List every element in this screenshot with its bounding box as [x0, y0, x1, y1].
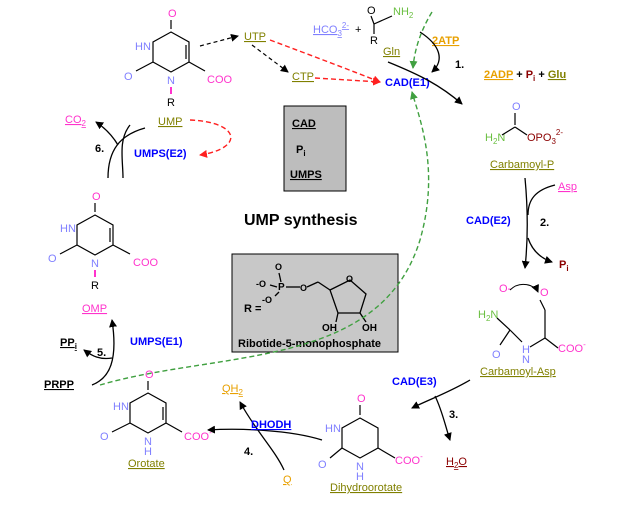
metabolite-qh2: QH2: [222, 383, 244, 397]
svg-text:HN: HN: [135, 41, 151, 53]
step-5: 5.: [97, 347, 106, 359]
diagram-title: UMP synthesis: [244, 212, 358, 229]
step-3: 3.: [449, 409, 458, 421]
metabolite-orotate: Orotate: [128, 458, 165, 470]
svg-text:O: O: [100, 431, 109, 443]
svg-text:O: O: [318, 459, 327, 471]
step-6: 6.: [95, 143, 104, 155]
svg-text:COO-: COO-: [184, 428, 212, 443]
legend-umps: UMPS: [290, 169, 322, 181]
carbamoyl-phosphate-structure: O H2N OPO32-: [485, 101, 563, 146]
svg-text:R: R: [167, 97, 175, 109]
ribotide-oh-1: OH: [322, 323, 337, 334]
svg-text:O-: O-: [499, 283, 512, 295]
metabolite-q: Q: [283, 474, 292, 486]
enzyme-cad-e2: CAD(E2): [466, 215, 511, 227]
svg-text:HN: HN: [113, 401, 129, 413]
byproduct-co2: CO2: [65, 114, 87, 128]
svg-text:HN: HN: [60, 223, 76, 235]
enzyme-cad-e3: CAD(E3): [392, 376, 437, 388]
metabolite-gln: Gln: [383, 46, 400, 58]
legend-pi: Pi: [296, 144, 306, 158]
svg-text:O: O: [275, 262, 282, 272]
svg-text:N: N: [91, 258, 99, 270]
metabolite-carbamoyl-p: Carbamoyl-P: [490, 159, 554, 171]
metabolite-ctp: CTP: [292, 71, 314, 83]
svg-text:OPO32-: OPO32-: [527, 128, 563, 146]
svg-text:O: O: [48, 253, 57, 265]
byproduct-h2o: H2O: [446, 456, 467, 470]
svg-text:O: O: [357, 393, 366, 405]
svg-text:NH2: NH2: [393, 6, 414, 20]
ribotide-name: Ribotide-5-monophosphate: [238, 338, 381, 350]
metabolite-carbamoyl-asp: Carbamoyl-Asp: [480, 366, 556, 378]
metabolite-2atp: 2ATP: [432, 35, 459, 47]
svg-text:O: O: [300, 283, 307, 293]
svg-text:P: P: [278, 282, 285, 293]
svg-text:-O: -O: [262, 295, 272, 305]
svg-text:H: H: [522, 344, 530, 356]
step-4: 4.: [244, 446, 253, 458]
svg-text:H: H: [144, 446, 152, 458]
svg-text:H2N: H2N: [485, 132, 505, 146]
svg-text:N: N: [167, 75, 175, 87]
step-1: 1.: [455, 59, 464, 71]
svg-text:O: O: [492, 349, 501, 361]
svg-text:COO-: COO-: [395, 452, 423, 467]
svg-text:N: N: [522, 354, 530, 366]
dihydroorotate-structure: O HN O N H COO-: [318, 393, 423, 483]
enzyme-umps-e2: UMPS(E2): [134, 148, 187, 160]
legend-box: CAD Pi UMPS: [283, 105, 347, 192]
svg-text:COO-: COO-: [558, 340, 586, 355]
svg-text:H2N: H2N: [478, 309, 498, 323]
metabolite-utp: UTP: [244, 31, 266, 43]
svg-text:+: +: [355, 24, 361, 36]
svg-text:O: O: [512, 101, 521, 113]
byproducts-step-1: 2ADP + Pi + Glu: [484, 69, 566, 83]
svg-text:N: N: [144, 436, 152, 448]
metabolite-omp: OMP: [82, 303, 107, 315]
svg-text:-O: -O: [256, 279, 266, 289]
metabolite-hco3: HCO32-: [313, 21, 349, 38]
step-2: 2.: [540, 217, 549, 229]
ribotide-r-label: R =: [244, 303, 261, 315]
ribotide-box: R = O -O P -O O O OH OH Ribotide-5-monop…: [231, 253, 399, 353]
omp-structure: O HN O N R COO: [48, 191, 159, 292]
byproduct-ppi: PPi: [60, 337, 77, 351]
metabolite-ump: UMP: [158, 116, 182, 128]
enzyme-cad-e1: CAD(E1): [385, 77, 430, 89]
carbamoyl-aspartate-structure: O- O H2N O H N COO-: [478, 283, 586, 366]
svg-text:COO: COO: [207, 74, 233, 86]
svg-text:O: O: [367, 5, 376, 17]
metabolite-asp: Asp: [558, 181, 577, 193]
metabolite-prpp: PRPP: [44, 379, 74, 391]
orotate-structure: O HN O N H COO-: [100, 369, 212, 458]
svg-text:N: N: [356, 461, 364, 473]
svg-text:HN: HN: [325, 423, 341, 435]
svg-text:O: O: [346, 274, 353, 284]
svg-text:O: O: [92, 191, 101, 203]
glutamine-structure: O NH2 R: [367, 5, 414, 47]
ribotide-oh-2: OH: [362, 323, 377, 334]
ump-structure: O HN O N R COO: [124, 8, 233, 109]
svg-text:R: R: [370, 35, 378, 47]
svg-text:O: O: [124, 71, 133, 83]
enzyme-dhodh: DHODH: [251, 419, 291, 431]
metabolite-dihydroorotate: Dihydroorotate: [330, 482, 402, 494]
svg-text:O: O: [540, 287, 549, 299]
legend-cad: CAD: [292, 118, 316, 130]
svg-text:O: O: [168, 8, 177, 20]
svg-text:H: H: [356, 471, 364, 483]
enzyme-umps-e1: UMPS(E1): [130, 336, 183, 348]
byproduct-pi-2: Pi: [559, 259, 569, 273]
svg-text:R: R: [91, 280, 99, 292]
svg-text:O: O: [145, 369, 154, 381]
svg-text:COO: COO: [133, 257, 159, 269]
